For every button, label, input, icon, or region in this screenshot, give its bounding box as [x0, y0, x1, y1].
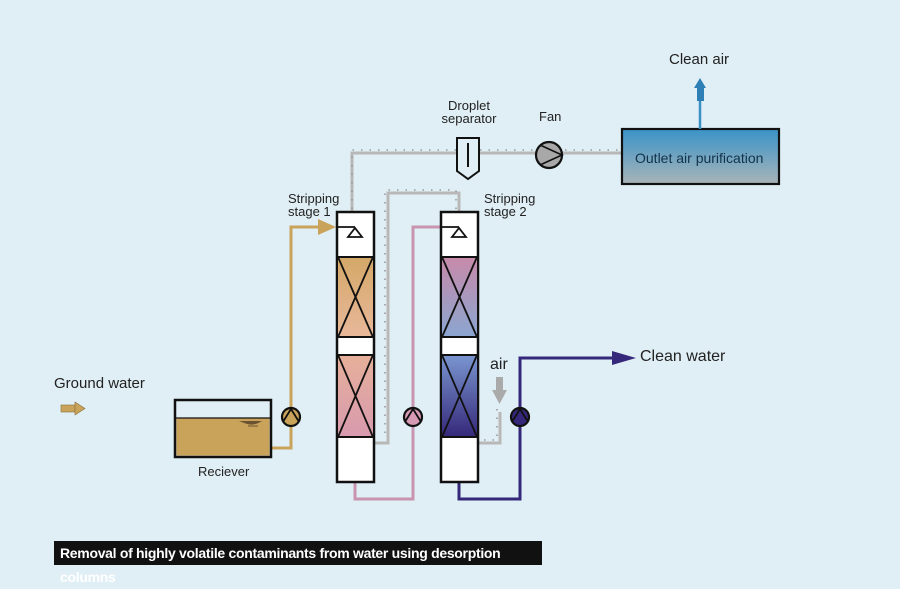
stage1-label: Stripping stage 1 — [288, 192, 339, 218]
air-inlet-duct — [474, 409, 502, 445]
droplet-separator-label-line1: Droplet — [448, 98, 490, 113]
droplet-separator-label-line2: separator — [441, 111, 497, 126]
droplet-separator-icon — [456, 137, 480, 181]
air-duct-main — [350, 149, 622, 212]
receiver-tank — [173, 398, 273, 459]
clean-water-pipe — [457, 356, 616, 501]
stripping-column-1 — [335, 210, 376, 484]
stage2-label-line1: Stripping — [484, 191, 536, 206]
spray-nozzle-icon — [450, 226, 468, 238]
droplet-separator-label: Droplet separator — [438, 99, 500, 125]
spray-nozzle-icon — [346, 226, 364, 238]
air-inlet-label: air — [490, 356, 508, 373]
fan-label: Fan — [539, 109, 562, 124]
ground-water-label: Ground water — [54, 375, 145, 392]
stripping-column-2 — [439, 210, 480, 484]
outlet-air-purification-label: Outlet air purification — [635, 150, 764, 166]
pump-intermediate-icon — [402, 406, 424, 428]
ground-water-inlet-arrowhead — [318, 219, 336, 235]
clean-air-arrow-icon — [694, 78, 706, 129]
stage1-label-line2: stage 1 — [288, 204, 331, 219]
ground-water-arrow-icon — [60, 401, 86, 416]
air-inlet-arrow-icon — [492, 377, 507, 404]
fan-icon — [534, 140, 564, 170]
stage2-label: Stripping stage 2 — [484, 192, 535, 218]
clean-air-label: Clean air — [669, 51, 730, 68]
clean-water-label: Clean water — [640, 348, 726, 365]
intermediate-water-pipe — [353, 225, 440, 501]
pump-clean-water-icon — [509, 406, 531, 428]
stage1-label-line1: Stripping — [288, 191, 340, 206]
outlet-air-purification-unit — [620, 127, 781, 186]
pump-ground-water-icon — [280, 406, 302, 428]
figure-caption: Removal of highly volatile contaminants … — [54, 541, 542, 585]
stage2-label-line2: stage 2 — [484, 204, 527, 219]
ground-water-pipe — [271, 225, 322, 450]
air-duct-stage2-to-stage1 — [375, 189, 461, 445]
receiver-label: Reciever — [198, 464, 250, 479]
